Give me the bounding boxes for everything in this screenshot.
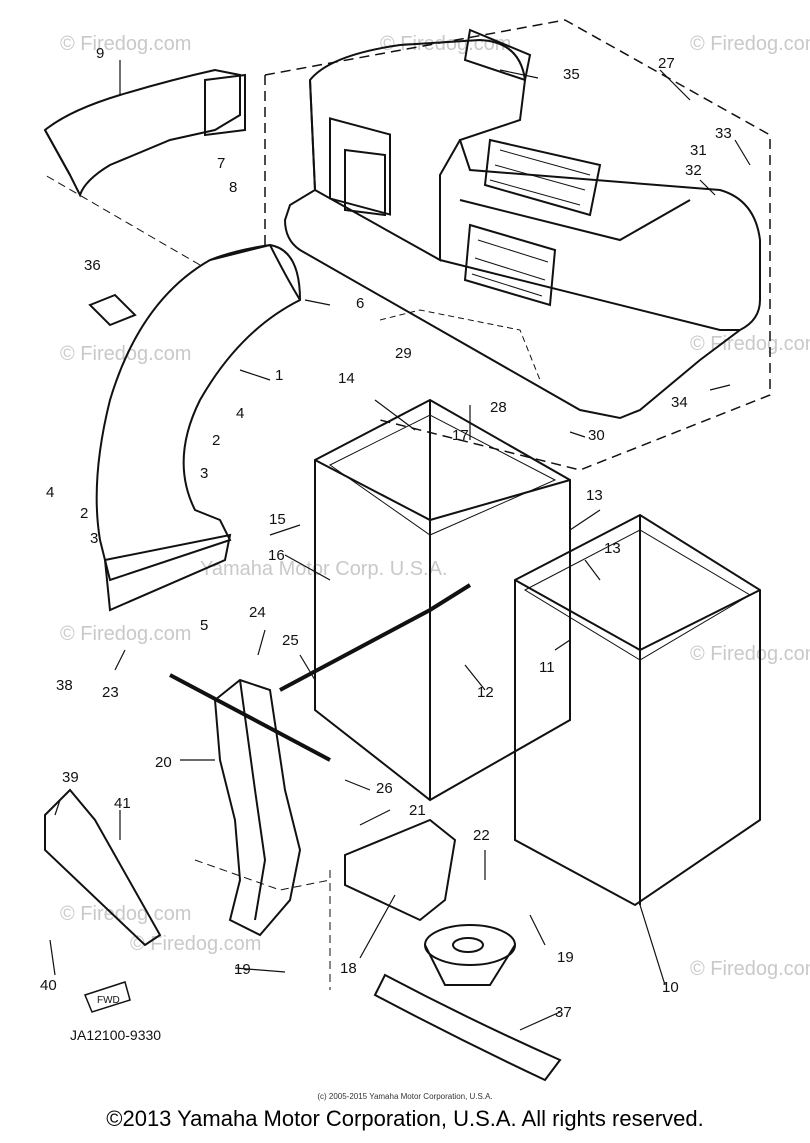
watermark: © Firedog.com: [690, 333, 810, 355]
callout-label: 3: [90, 530, 98, 547]
callout-label: 39: [62, 769, 79, 786]
callout-label: 2: [80, 505, 88, 522]
callout-label: 13: [604, 540, 621, 557]
callout-label: 9: [96, 45, 104, 62]
callout-label: 31: [690, 142, 707, 159]
callout-label: 18: [340, 960, 357, 977]
watermark-secondary: Yamaha Motor Corp. U.S.A.: [200, 558, 448, 580]
watermark: © Firedog.com: [60, 623, 191, 645]
callout-label: 40: [40, 977, 57, 994]
watermark: © Firedog.com: [690, 958, 810, 980]
callout-label: 22: [473, 827, 490, 844]
line-art: [43, 19, 771, 1082]
watermarks: © Firedog.com © Firedog.com © Firedog.co…: [60, 33, 810, 980]
callout-label: 28: [490, 399, 507, 416]
callout-label: 23: [102, 684, 119, 701]
fwd-arrow: FWD: [83, 981, 131, 1013]
callout-label: 6: [356, 295, 364, 312]
callout-label: 12: [477, 684, 494, 701]
watermark: © Firedog.com: [60, 33, 191, 55]
callout-label: 26: [376, 780, 393, 797]
callout-label: 27: [658, 55, 675, 72]
callout-label: 16: [268, 547, 285, 564]
callout-label: 17: [452, 427, 469, 444]
fwd-label: FWD: [97, 995, 120, 1006]
watermark: © Firedog.com: [690, 33, 810, 55]
callout-label: 20: [155, 754, 172, 771]
callout-label: 15: [269, 511, 286, 528]
callout-label: 2: [212, 432, 220, 449]
callout-label: 13: [586, 487, 603, 504]
callout-label: 21: [409, 802, 426, 819]
callout-label: 11: [539, 659, 555, 676]
callout-label: 3: [200, 465, 208, 482]
callout-label: 4: [236, 405, 244, 422]
callout-labels: 1 2 3 4 5 6 7 8 9 10 11 12 13 14 15 16 1…: [40, 45, 732, 1021]
callout-label: 10: [662, 979, 679, 996]
callout-label: 30: [588, 427, 605, 444]
callout-label: 37: [555, 1004, 572, 1021]
callout-label: 7: [217, 155, 225, 172]
small-copyright: (c) 2005-2015 Yamaha Motor Corporation, …: [317, 1092, 493, 1101]
callout-label: 35: [563, 66, 580, 83]
callout-label: 14: [338, 370, 355, 387]
callout-label: 25: [282, 632, 299, 649]
callout-label: 4: [46, 484, 54, 501]
callout-label: 34: [671, 394, 688, 411]
watermark: © Firedog.com: [60, 343, 191, 365]
callout-label: 41: [114, 795, 131, 812]
watermark: © Firedog.com: [60, 903, 191, 925]
callout-label: 36: [84, 257, 101, 274]
part-number: JA12100-9330: [70, 1027, 161, 1043]
watermark: © Firedog.com: [130, 933, 261, 955]
callout-label: 5: [200, 617, 208, 634]
callout-label: 19: [557, 949, 574, 966]
callout-label: 33: [715, 125, 732, 142]
callout-label: 19: [234, 961, 251, 978]
callout-label: 29: [395, 345, 412, 362]
callout-label: 1: [275, 367, 283, 384]
callout-label: 8: [229, 179, 237, 196]
callout-label: 32: [685, 162, 702, 179]
callout-label: 38: [56, 677, 73, 694]
watermark: © Firedog.com: [380, 33, 511, 55]
copyright-notice: ©2013 Yamaha Motor Corporation, U.S.A. A…: [106, 1106, 704, 1131]
watermark: © Firedog.com: [690, 643, 810, 665]
callout-label: 24: [249, 604, 266, 621]
